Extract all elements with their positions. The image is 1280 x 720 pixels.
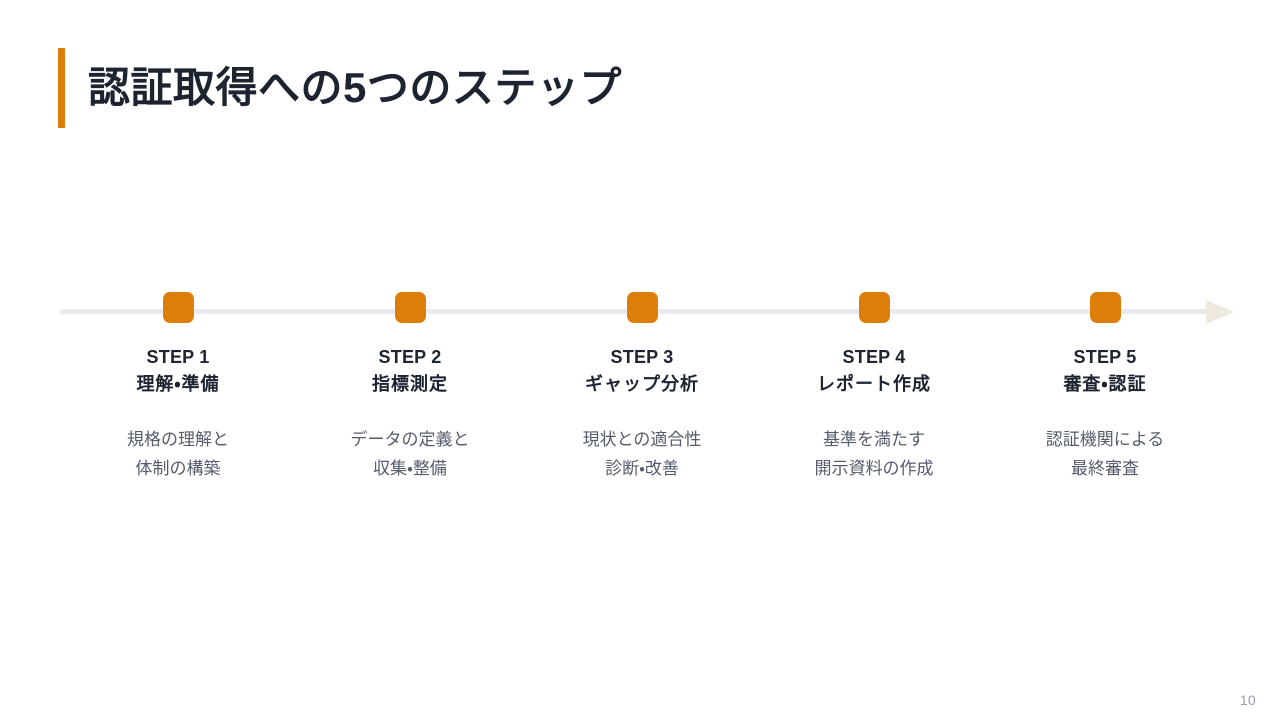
step-marker-icon [162, 292, 194, 323]
step-label: STEP 2 [378, 347, 442, 367]
step-description-line: 基準を満たす [823, 430, 925, 449]
page-number: 10 [1239, 692, 1256, 708]
step-description: 基準を満たす 開示資料の作成 [758, 425, 990, 483]
step-name: 理解・準備 [136, 374, 220, 394]
page-title: 認証取得への5つのステップ [88, 64, 622, 111]
timeline-arrow-icon [1206, 300, 1234, 324]
step-heading: STEP 1 理解・準備 [62, 344, 294, 398]
slide-title-block: 認証取得への5つのステップ [58, 48, 622, 128]
title-accent-bar [58, 48, 65, 128]
step-label: STEP 5 [1073, 347, 1137, 367]
step-item-3[interactable]: STEP 3 ギャップ分析 現状との適合性 診断・改善 [526, 292, 758, 483]
step-heading: STEP 4 レポート作成 [758, 344, 990, 398]
step-description-line: 収集・整備 [373, 459, 447, 478]
step-description-line: 最終審査 [1071, 459, 1139, 478]
step-marker-icon [626, 292, 658, 323]
step-heading: STEP 3 ギャップ分析 [526, 344, 758, 398]
step-marker-icon [858, 292, 890, 323]
step-description-line: 認証機関による [1045, 430, 1165, 449]
step-heading: STEP 5 審査・認証 [989, 344, 1221, 398]
step-name: ギャップ分析 [585, 374, 699, 394]
step-heading: STEP 2 指標測定 [294, 344, 526, 398]
step-description-line: データの定義と [350, 430, 470, 449]
step-marker-icon [1089, 292, 1121, 323]
step-description-line: 規格の理解と [127, 430, 229, 449]
step-description: 現状との適合性 診断・改善 [526, 425, 758, 483]
step-label: STEP 4 [842, 347, 906, 367]
step-item-2[interactable]: STEP 2 指標測定 データの定義と 収集・整備 [294, 292, 526, 483]
step-item-5[interactable]: STEP 5 審査・認証 認証機関による 最終審査 [989, 292, 1221, 483]
step-label: STEP 3 [610, 347, 674, 367]
step-description: 認証機関による 最終審査 [989, 425, 1221, 483]
step-description-line: 開示資料の作成 [814, 459, 934, 478]
step-name: 審査・認証 [1063, 374, 1147, 394]
step-marker-icon [394, 292, 426, 323]
step-description: 規格の理解と 体制の構築 [62, 425, 294, 483]
step-description: データの定義と 収集・整備 [294, 425, 526, 483]
step-description-line: 体制の構築 [135, 459, 221, 478]
step-item-4[interactable]: STEP 4 レポート作成 基準を満たす 開示資料の作成 [758, 292, 990, 483]
step-description-line: 現状との適合性 [582, 430, 702, 449]
step-item-1[interactable]: STEP 1 理解・準備 規格の理解と 体制の構築 [62, 292, 294, 483]
step-name: レポート作成 [817, 374, 931, 394]
step-description-line: 診断・改善 [605, 459, 679, 478]
step-name: 指標測定 [372, 374, 448, 394]
step-label: STEP 1 [146, 347, 210, 367]
